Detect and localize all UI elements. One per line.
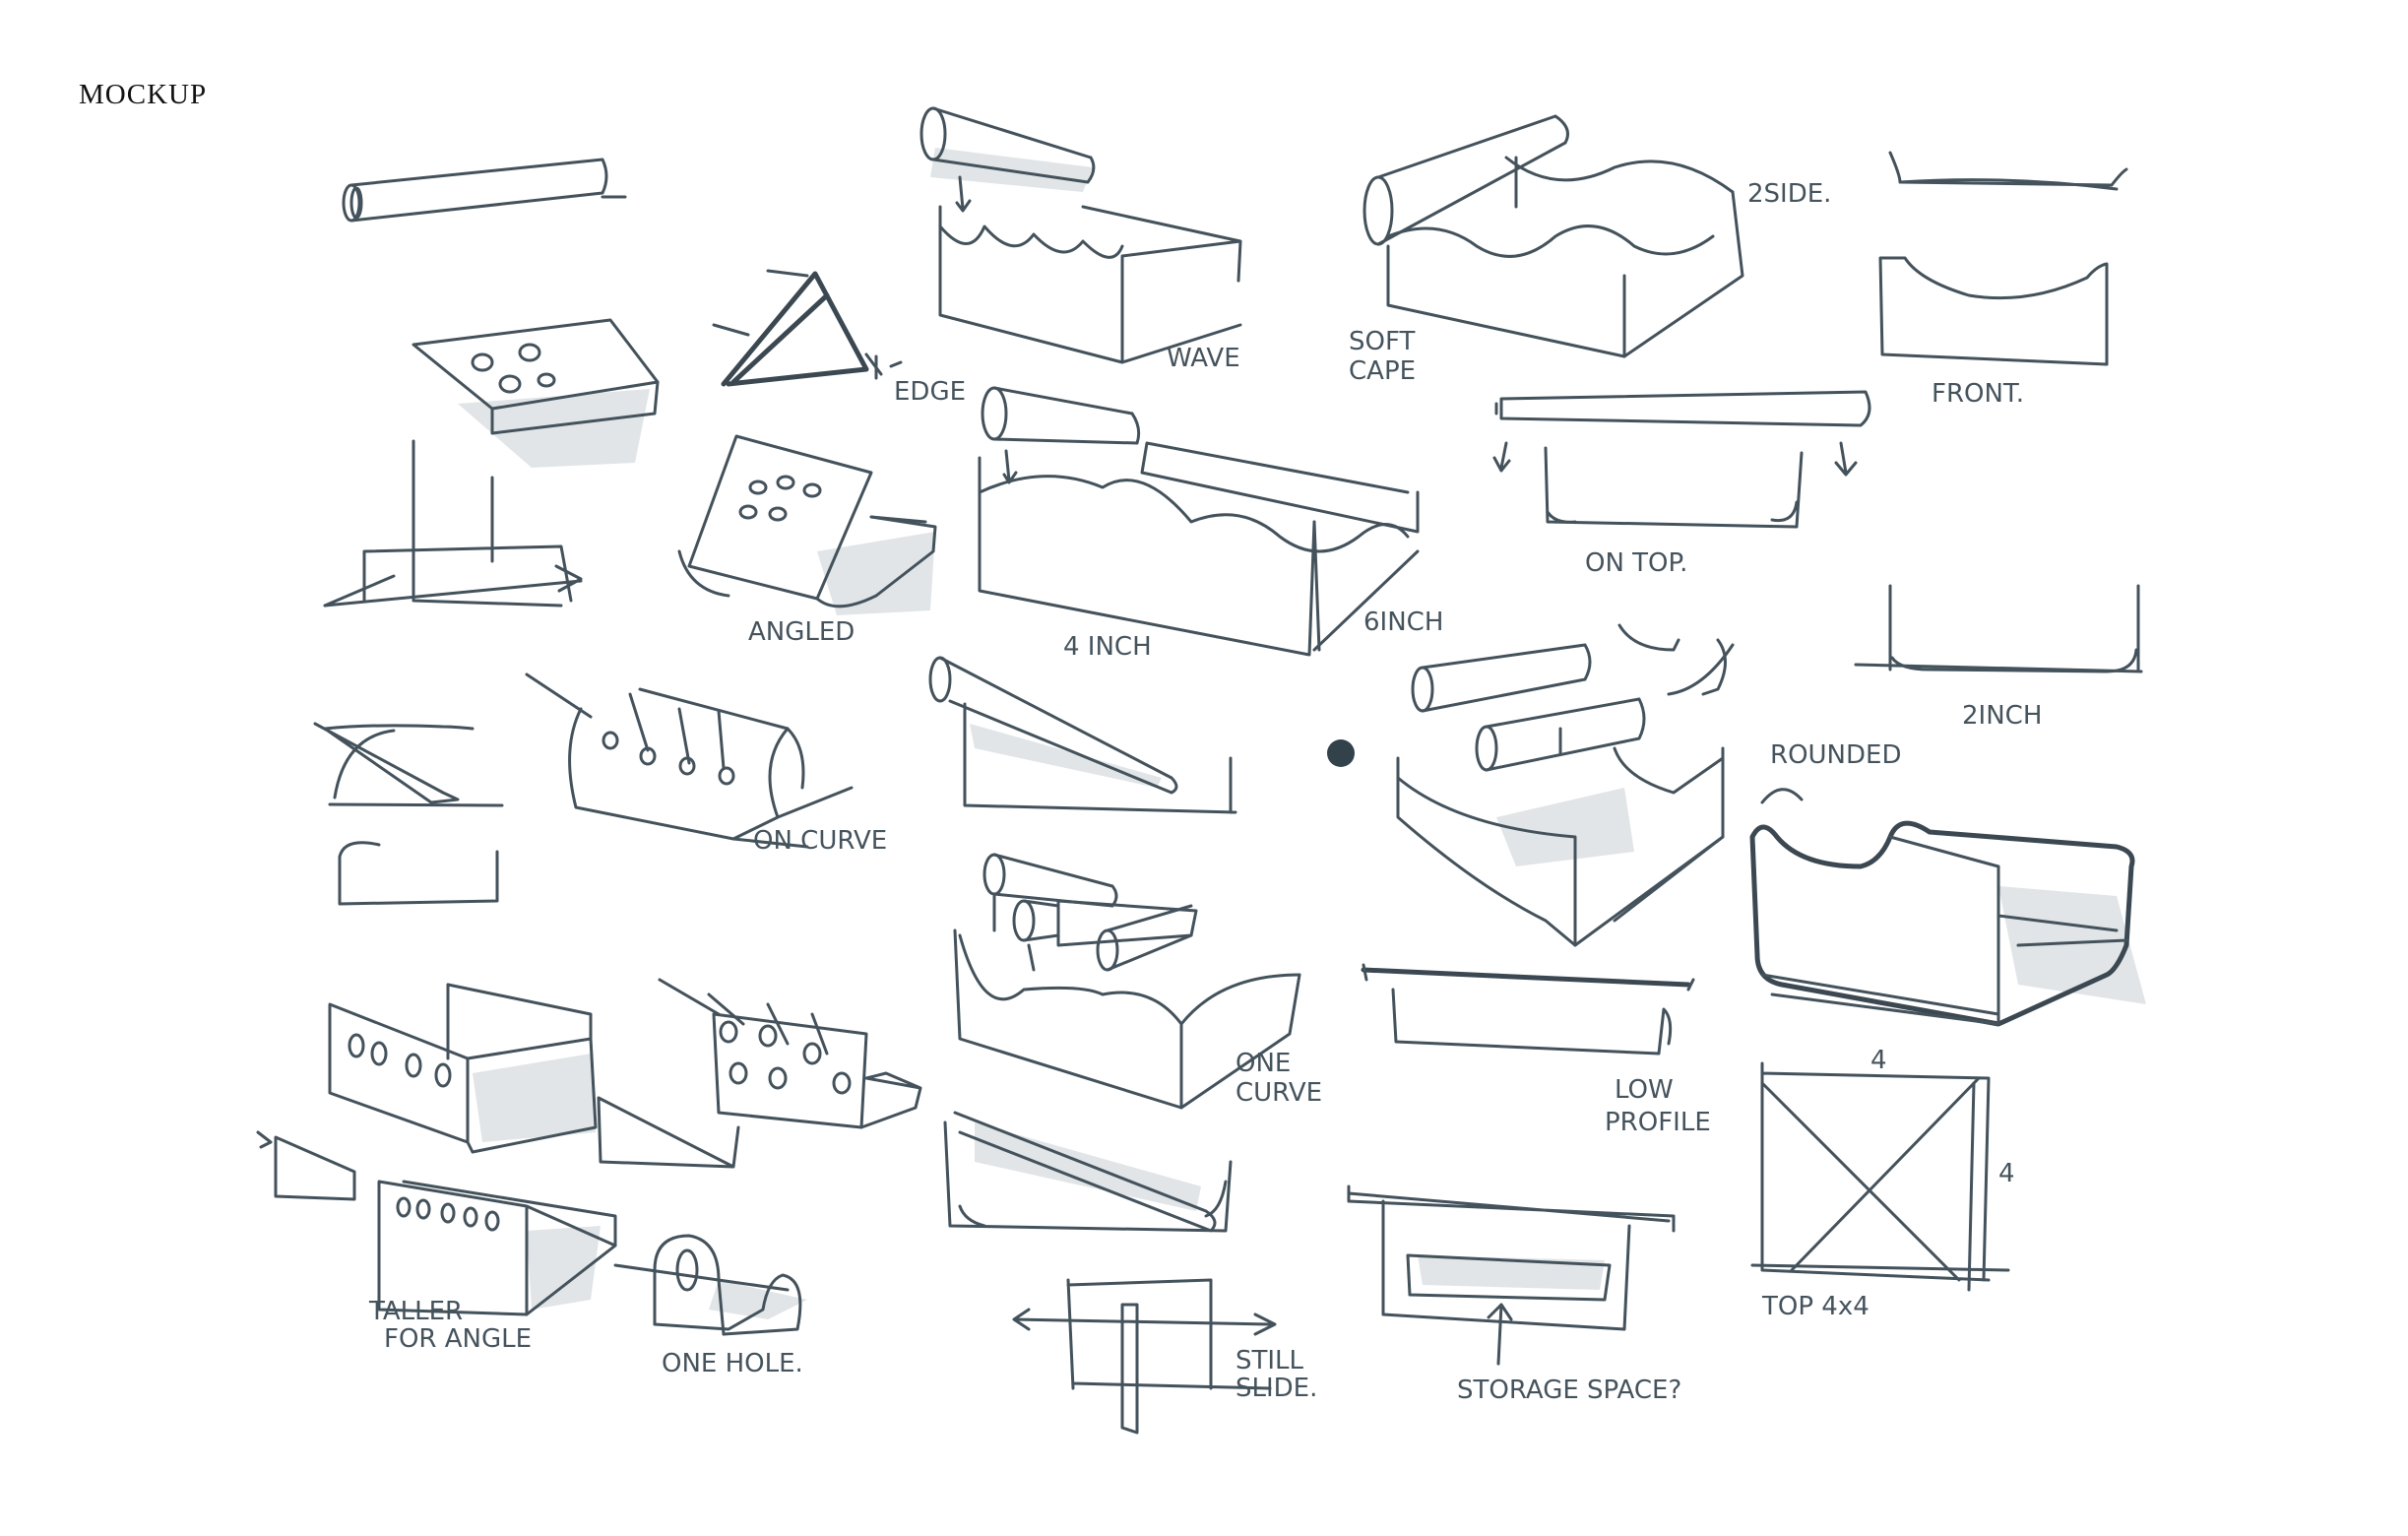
label-on-curve: ON CURVE — [753, 826, 887, 856]
label-one-hole: ONE HOLE. — [662, 1349, 803, 1378]
label-angled: ANGLED — [748, 617, 855, 647]
label-one-curve-1: ONE — [1236, 1049, 1291, 1078]
label-rounded: ROUNDED — [1770, 740, 1901, 770]
page-title: MOCKUP — [79, 79, 208, 110]
label-still-slide-2: SLIDE. — [1236, 1374, 1317, 1403]
label-one-curve-2: CURVE — [1236, 1078, 1322, 1108]
sketch-one-curve: ONE CURVE — [953, 853, 1322, 1110]
sketch-on-curve: ON CURVE — [525, 672, 887, 856]
label-edge: EDGE — [894, 377, 966, 407]
label-low-profile-2: PROFILE — [1605, 1108, 1711, 1137]
sketch-wave-panel: WAVE — [919, 106, 1242, 373]
sketch-one-hole: ONE HOLE. — [613, 1234, 807, 1378]
sketch-wedge-ramp — [943, 1111, 1233, 1233]
label-still-slide-1: STILL — [1236, 1346, 1304, 1376]
sketch-dot — [1327, 739, 1355, 767]
sketch-double-rod-tray — [1396, 623, 1735, 947]
sketch-rounded-tray: ROUNDED — [1749, 740, 2146, 1027]
sketch-perforated-bracket — [328, 983, 598, 1154]
sketch-four-inch-sheet: 4 INCH 6INCH — [978, 386, 1443, 662]
label-front: FRONT. — [1932, 379, 2024, 409]
sketch-small-wedge — [313, 722, 504, 906]
sketch-ramp-rod — [928, 656, 1237, 814]
sketch-low-profile: LOW PROFILE — [1361, 963, 1711, 1137]
sketch-perforated-block — [323, 318, 660, 608]
label-dim-top: 4 — [1870, 1046, 1887, 1075]
sketch-tall-perforated-plate — [597, 978, 922, 1169]
sketch-soft-cape-note: SOFT CAPE — [1349, 327, 1416, 386]
sketch-thin-rod — [342, 158, 627, 223]
sketch-still-slide: STILL SLIDE. — [1012, 1278, 1317, 1435]
sketch-two-inch: 2INCH — [1854, 584, 2143, 731]
label-soft: SOFT — [1349, 327, 1415, 356]
sketch-angled-plate: ANGLED — [677, 434, 937, 647]
sketch-on-top: ON TOP. — [1492, 390, 1871, 578]
sketch-storage-space: STORAGE SPACE? — [1347, 1184, 1681, 1405]
label-two-inch: 2INCH — [1962, 701, 2042, 731]
sketch-top-four-by-four: 4 4 TOP 4x4 — [1750, 1046, 2015, 1321]
label-two-side: 2SIDE. — [1747, 179, 1831, 209]
label-on-top: ON TOP. — [1585, 548, 1687, 578]
label-taller-1: TALLER — [368, 1297, 463, 1326]
label-six-inch: 6INCH — [1363, 608, 1443, 637]
label-taller-2: FOR ANGLE — [384, 1324, 532, 1354]
label-wave: WAVE — [1167, 344, 1240, 373]
sketch-two-side-sheet: 2SIDE. — [1362, 114, 1831, 358]
label-cape: CAPE — [1349, 356, 1416, 386]
label-four-inch: 4 INCH — [1063, 632, 1152, 662]
label-storage-space: STORAGE SPACE? — [1457, 1376, 1681, 1405]
label-top-4x4: TOP 4x4 — [1761, 1292, 1869, 1321]
label-low-profile-1: LOW — [1615, 1075, 1674, 1105]
sketch-front-view: FRONT. — [1878, 151, 2128, 409]
sketch-edge-stand: EDGE — [712, 269, 966, 407]
sketch-taller-for-angle: TALLER FOR ANGLE — [256, 1130, 617, 1354]
label-dim-side: 4 — [1998, 1159, 2015, 1188]
